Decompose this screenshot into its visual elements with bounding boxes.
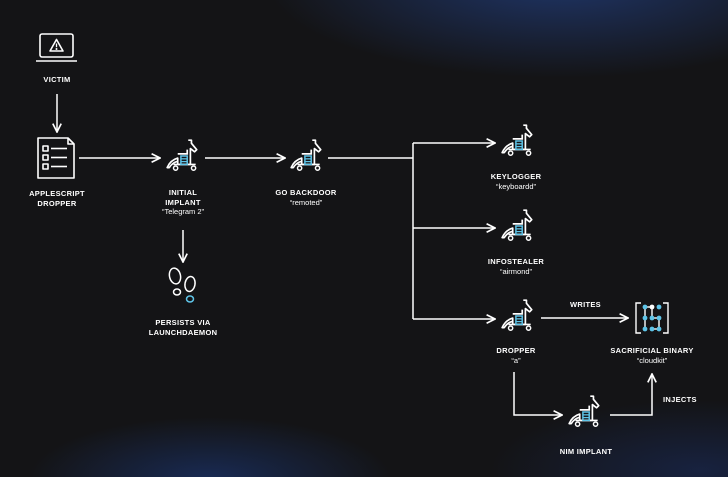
node-label: NIM IMPLANT <box>559 447 613 456</box>
node-label: DROPPER <box>37 198 77 208</box>
node-sublabel: “keyboardd” <box>495 181 537 191</box>
node-victim: VICTIM <box>43 75 70 85</box>
node-sublabel: “airmond” <box>499 266 533 276</box>
node-label: PERSISTS VIA <box>155 318 211 327</box>
node-infostealer: INFOSTEALER “airmond” <box>488 257 544 276</box>
node-label: INITIAL <box>168 188 198 197</box>
trojan-horse-icon <box>501 299 533 332</box>
node-label: GO BACKDOOR <box>275 188 337 197</box>
trojan-horse-icon <box>501 124 533 157</box>
edge-label-writes: WRITES <box>570 300 601 309</box>
trojan-horse-icon <box>166 139 198 172</box>
node-sublabel: “Telegram 2” <box>161 207 205 216</box>
node-label: IMPLANT <box>165 197 201 207</box>
node-sublabel: “cloudkit” <box>636 355 668 365</box>
edge-label-injects: INJECTS <box>663 395 697 404</box>
trojan-horse-icon <box>568 395 600 428</box>
edge-dropper-to-nim-implant <box>513 372 562 415</box>
node-label: DROPPER <box>496 346 536 355</box>
footprints-icon <box>168 267 196 303</box>
trojan-horse-icon <box>290 139 322 172</box>
node-label: KEYLOGGER <box>490 172 542 181</box>
node-go-backdoor: GO BACKDOOR “remoted” <box>275 188 336 207</box>
edges <box>57 94 652 415</box>
node-keylogger: KEYLOGGER “keyboardd” <box>491 172 542 191</box>
binary-grid-icon <box>635 302 669 334</box>
node-sacrificial-binary: SACRIFICIAL BINARY “cloudkit” <box>610 346 693 365</box>
document-checklist-icon <box>37 137 75 179</box>
node-applescript-dropper: APPLESCRIPT DROPPER <box>29 189 85 208</box>
node-label: INFOSTEALER <box>487 257 545 266</box>
node-label: SACRIFICIAL BINARY <box>610 346 694 355</box>
node-label: VICTIM <box>43 75 71 84</box>
edge-nim-implant-to-sacrificial-binary <box>610 374 652 416</box>
node-label: LAUNCHDAEMON <box>148 327 218 337</box>
node-persists: PERSISTS VIA LAUNCHDAEMON <box>149 318 218 337</box>
node-sublabel: “remoted” <box>289 197 323 207</box>
node-label: APPLESCRIPT <box>29 189 85 198</box>
laptop-warning-icon <box>36 33 77 62</box>
node-initial-implant: INITIAL IMPLANT “Telegram 2” <box>162 188 204 217</box>
trojan-horse-icon <box>501 209 533 242</box>
node-sublabel: “a” <box>511 355 521 365</box>
node-nim-implant: NIM IMPLANT <box>560 447 612 457</box>
node-dropper-a: DROPPER “a” <box>496 346 535 365</box>
